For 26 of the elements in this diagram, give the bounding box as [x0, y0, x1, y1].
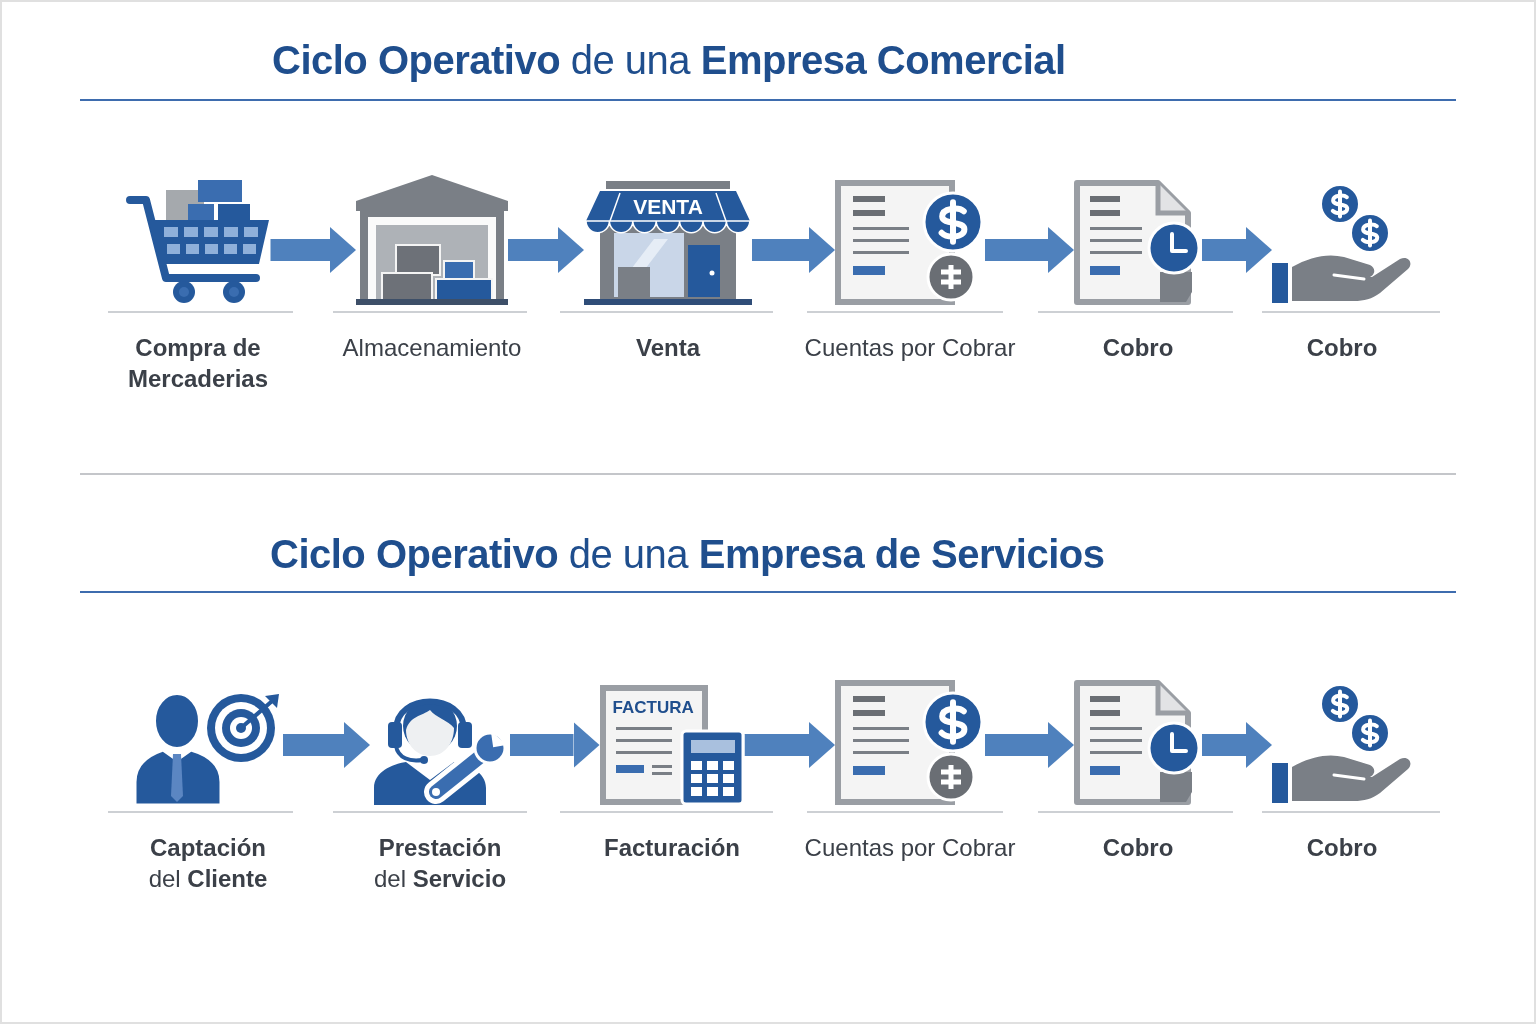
- step-label: Compra de Mercaderias: [126, 333, 270, 394]
- step-label: Venta: [635, 333, 702, 363]
- arrow: [270, 227, 356, 273]
- arrow: [283, 722, 370, 768]
- section-title: Ciclo Operativo de una Empresa Comercial: [272, 37, 1066, 84]
- arrow: [752, 227, 835, 273]
- step-label: Prestación del Servicio: [372, 833, 508, 894]
- section-title: Ciclo Operativo de una Empresa de Servicios: [270, 531, 1105, 578]
- arrow: [1202, 227, 1272, 273]
- arrow: [985, 227, 1074, 273]
- step-label: Cobro: [1101, 833, 1175, 863]
- step-label: Cuentas por Cobrar: [803, 333, 1017, 363]
- awning-sign-text: VENTA: [632, 194, 704, 219]
- arrow: [1202, 722, 1272, 768]
- invoice-heading-text: FACTURA: [612, 697, 695, 718]
- arrow: [744, 722, 835, 768]
- step-label: Cobro: [1305, 333, 1379, 363]
- arrow: [508, 227, 584, 273]
- step-label: Facturación: [603, 833, 741, 863]
- step-label: Cuentas por Cobrar: [803, 833, 1017, 863]
- step-label: Cobro: [1305, 833, 1379, 863]
- step-label: Almacenamiento: [341, 333, 523, 363]
- arrow: [510, 722, 600, 768]
- step-label: Cobro: [1101, 333, 1175, 363]
- arrow: [985, 722, 1074, 768]
- step-label: Captación del Cliente: [147, 833, 269, 894]
